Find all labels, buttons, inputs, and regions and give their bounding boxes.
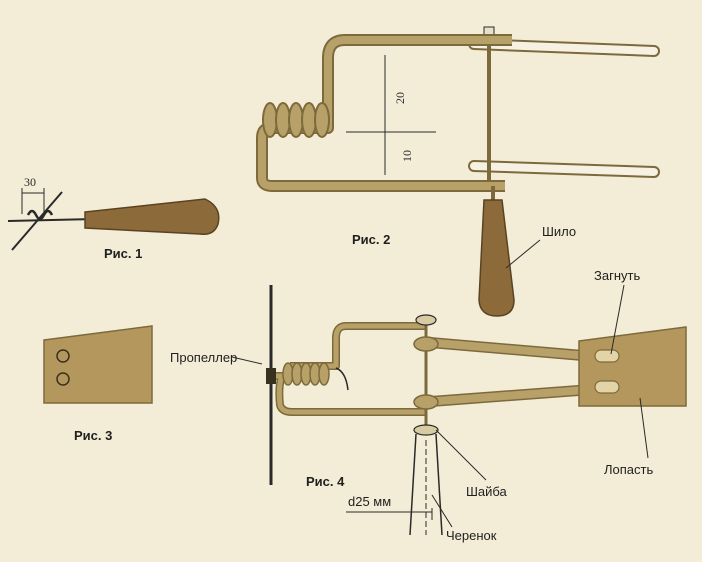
fig4-coil: [282, 362, 330, 386]
fig2-coil: [262, 102, 330, 138]
fig4-slot-top: [594, 349, 620, 363]
fig4-handle-right-edge: [435, 433, 443, 536]
fig4-blade-leader: [639, 397, 649, 459]
fig3-hole-top: [56, 349, 70, 363]
fig4-upper-wire: [290, 323, 426, 369]
washer-label: Шайба: [466, 484, 507, 499]
fig4-handle-leader: [431, 494, 453, 528]
fig1-wire-horizontal: [7, 218, 96, 222]
fig4-propeller-hub: [266, 368, 276, 384]
fig1-dim-value: 30: [24, 175, 36, 189]
awl-label: Шило: [542, 224, 577, 239]
fig2-frame-drawing: [256, 26, 660, 317]
fig2-dim-upper: 20: [393, 92, 407, 104]
propeller-label: Пропеллер: [170, 350, 238, 365]
fig4-propeller-leader: [231, 356, 263, 365]
fig4-blade: [578, 326, 687, 407]
fig3-hole-bottom: [56, 372, 70, 386]
fig2-awl-handle: [478, 199, 515, 317]
fig2-caption: Рис. 2: [352, 232, 391, 247]
fig4-washer-leader: [435, 429, 487, 481]
fig4-lower-wire: [276, 373, 426, 415]
fig4-hook: [335, 367, 349, 391]
handle-label: Черенок: [446, 528, 497, 543]
fig4-slot-bottom: [594, 380, 620, 394]
fig1-handle: [84, 198, 220, 236]
fig4-top-washer: [415, 314, 437, 326]
fig1-twist: [26, 209, 54, 221]
fig4-bend-leader: [610, 284, 625, 355]
bend-label: Загнуть: [594, 268, 641, 283]
fig2-dim-lower: 10: [400, 150, 414, 162]
blade-label: Лопасть: [604, 462, 654, 477]
fig2-lower-arm: [470, 162, 658, 176]
fig2-awl-leader: [505, 239, 541, 269]
fig4-caption: Рис. 4: [306, 474, 345, 489]
fig3-plate-drawing: [43, 325, 153, 404]
fig1-caption: Рис. 1: [104, 246, 143, 261]
fig1-awl-drawing: [7, 188, 220, 251]
fig4-assembly-drawing: [231, 284, 687, 536]
diameter-label: d25 мм: [348, 494, 392, 509]
fig4-handle-left-edge: [409, 433, 417, 536]
fig4-washer: [413, 424, 439, 436]
fig3-caption: Рис. 3: [74, 428, 113, 443]
fig3-plate: [43, 325, 153, 404]
